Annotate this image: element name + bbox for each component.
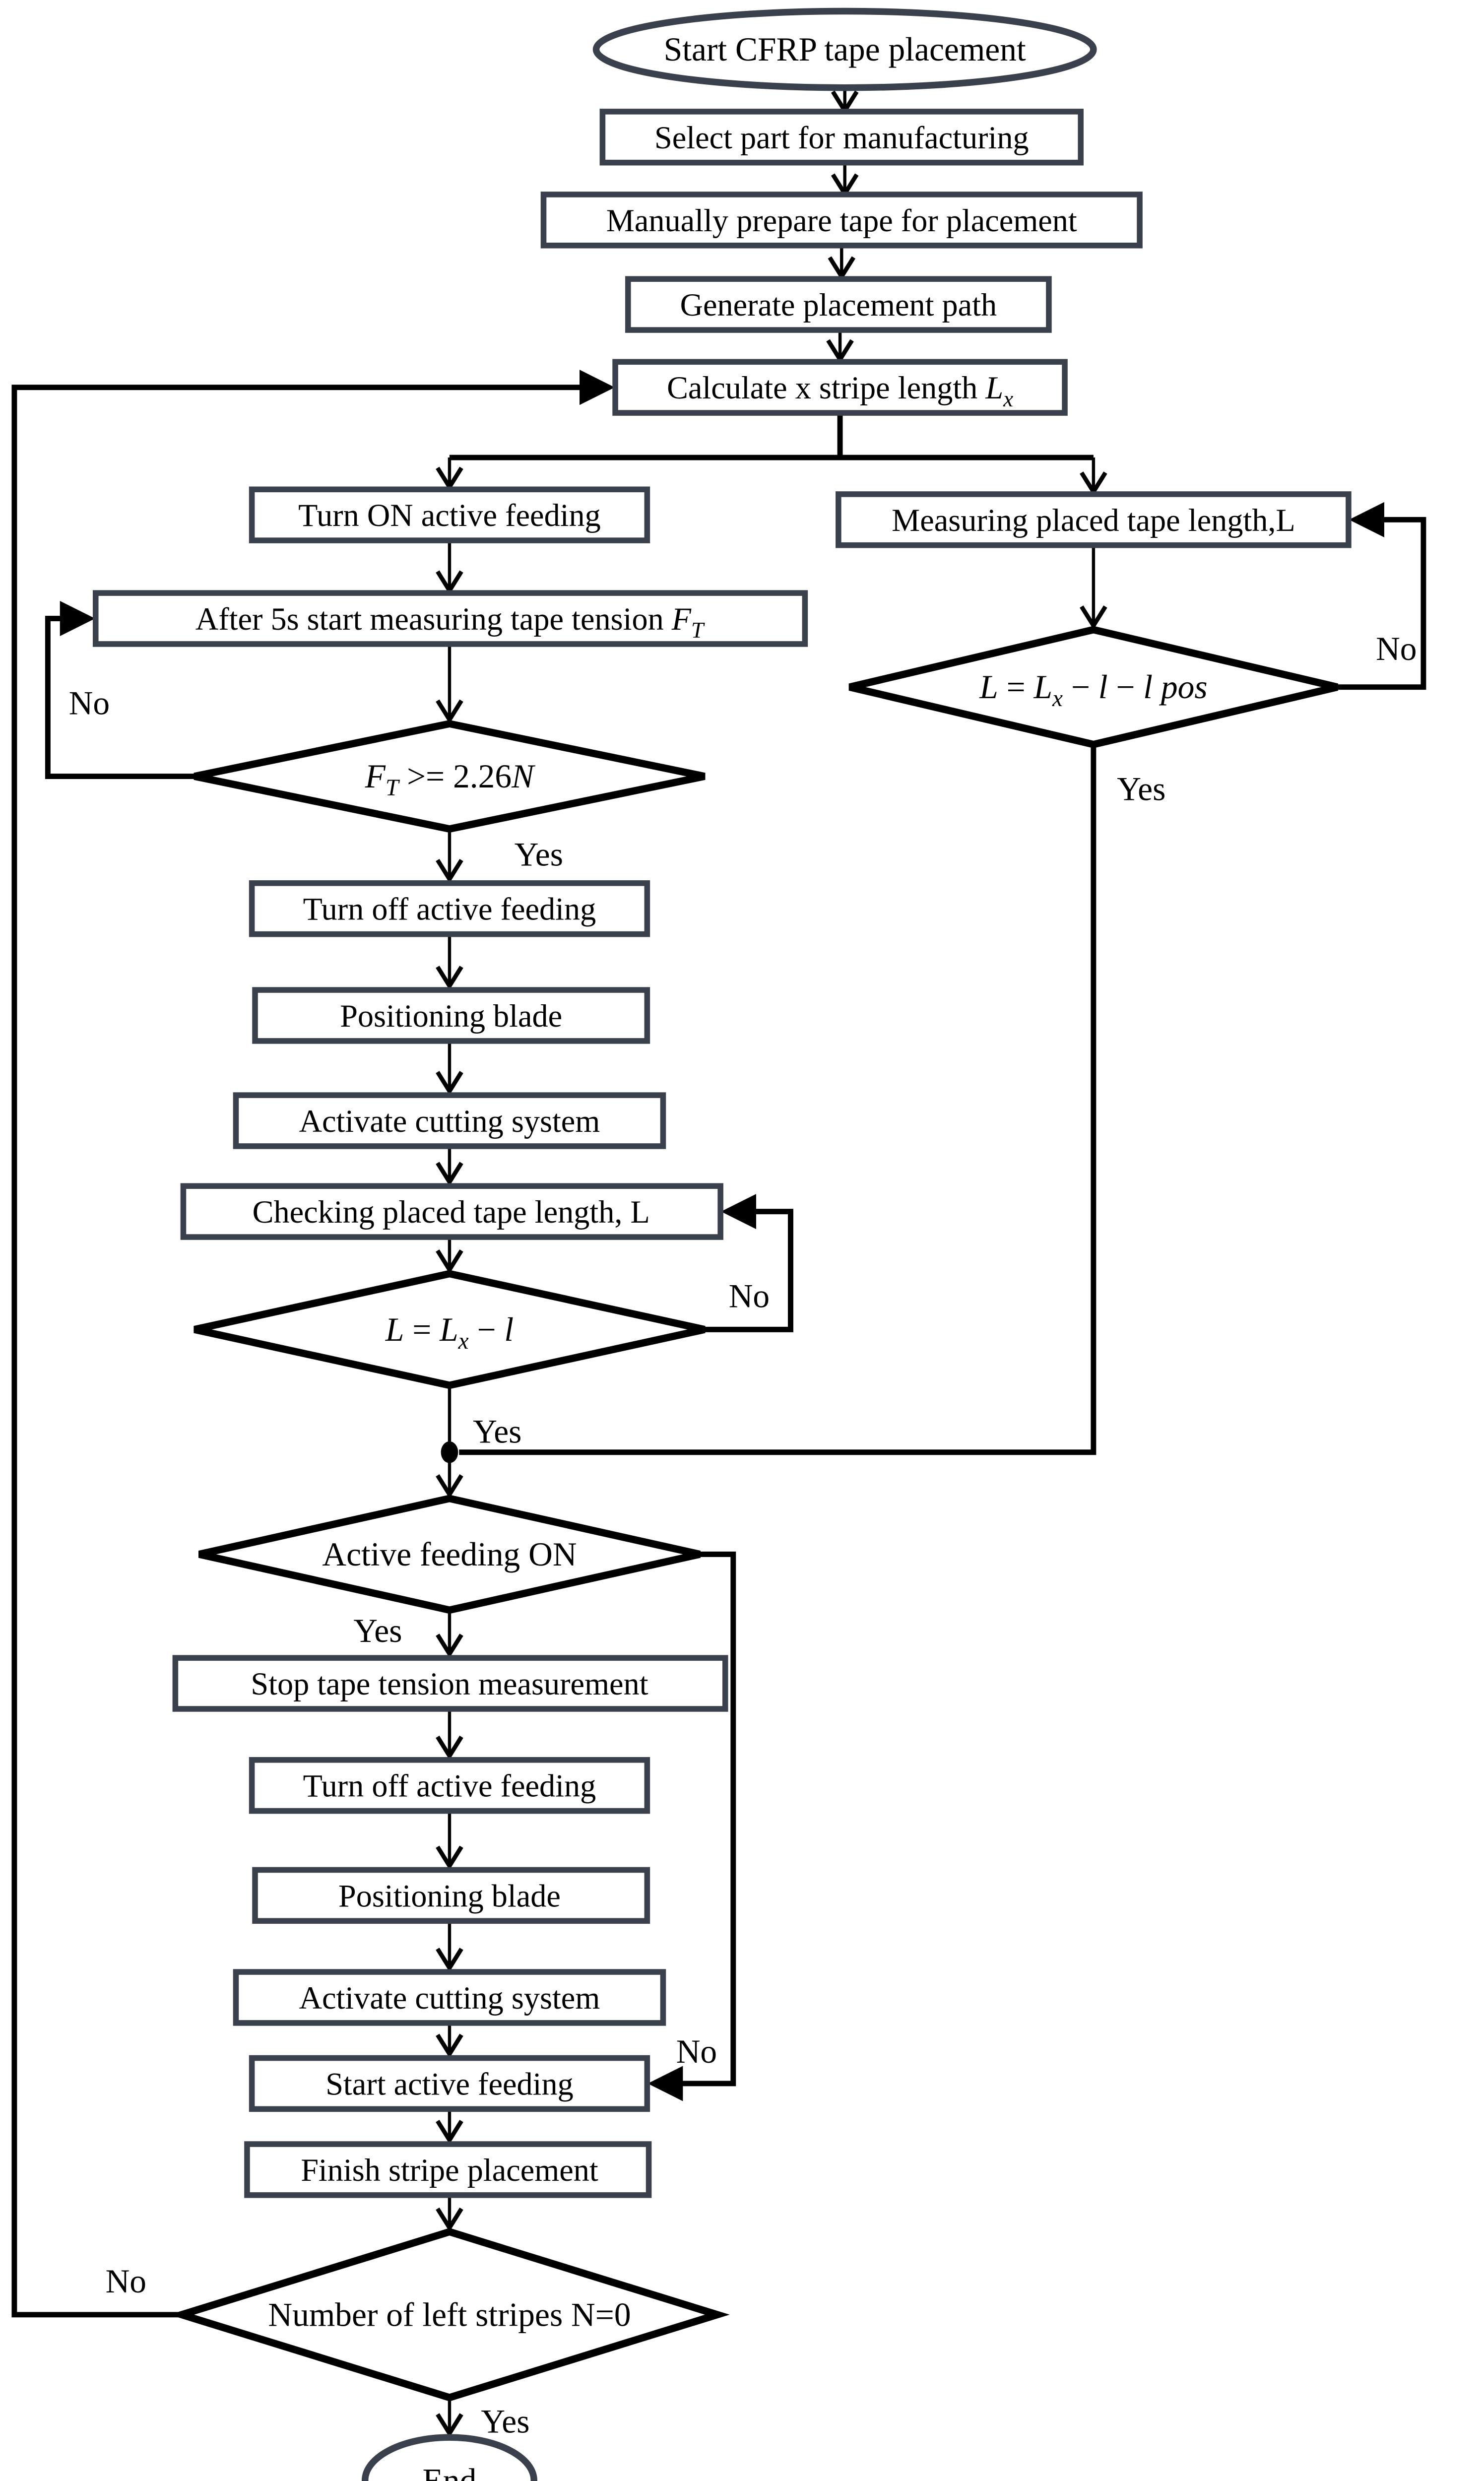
length-pos-check-shape xyxy=(848,626,1339,748)
measure-tension-shape xyxy=(92,590,808,647)
checking-length-label: Checking placed tape length, L xyxy=(253,1194,650,1230)
edge-label-stripes-no: No xyxy=(106,2263,146,2300)
prepare-tape-shape xyxy=(540,192,1143,249)
length-pos-check-label: L = Lx − l − l pos xyxy=(979,668,1207,712)
positioning-blade-2-shape xyxy=(252,1867,650,1924)
finish-placement-label: Finish stripe placement xyxy=(301,2153,598,2188)
finish-placement-shape xyxy=(244,2141,652,2198)
node-checking-length: Checking placed tape length, L xyxy=(180,1183,723,1240)
select-part-shape xyxy=(599,109,1084,166)
calc-length-label: Calculate x stripe length Lx xyxy=(667,370,1013,411)
turn-off-feeding-2-shape xyxy=(249,1757,650,1814)
activate-cutting-1-label: Activate cutting system xyxy=(299,1104,600,1139)
generate-path-shape xyxy=(625,276,1052,333)
node-start-feeding: Start active feeding xyxy=(249,2055,650,2112)
node-activate-cutting-1: Activate cutting system xyxy=(233,1092,666,1149)
node-positioning-blade-2: Positioning blade xyxy=(252,1867,650,1924)
active-feeding-on-shape xyxy=(198,1495,701,1614)
edge-stripescheck-no-loop xyxy=(11,370,615,2318)
node-start: Start CFRP tape placement xyxy=(592,7,1097,91)
node-length-check: L = Lx − l xyxy=(194,1270,706,1389)
positioning-blade-2-label: Positioning blade xyxy=(338,1878,561,1913)
stripes-check-label: Number of left stripes N=0 xyxy=(268,2296,631,2333)
turn-off-feeding-1-label: Turn off active feeding xyxy=(303,892,596,927)
edge-label-lengthpos-yes: Yes xyxy=(1117,771,1165,808)
node-positioning-blade-1: Positioning blade xyxy=(252,987,650,1044)
positioning-blade-1-label: Positioning blade xyxy=(340,998,562,1034)
stripes-check-shape xyxy=(169,2228,730,2402)
start-feeding-label: Start active feeding xyxy=(325,2066,574,2101)
edge-label-lengthpos-no: No xyxy=(1376,630,1417,667)
end-label: End xyxy=(423,2462,477,2481)
activate-cutting-2-shape xyxy=(233,1969,666,2026)
node-turn-off-feeding-2: Turn off active feeding xyxy=(249,1757,650,1814)
node-measure-tension: After 5s start measuring tape tension FT xyxy=(92,590,808,647)
measuring-length-label: Measuring placed tape length,L xyxy=(892,503,1295,538)
node-activate-cutting-2: Activate cutting system xyxy=(233,1969,666,2026)
length-check-shape xyxy=(194,1270,706,1389)
generate-path-label: Generate placement path xyxy=(680,287,997,323)
edge-label-tension-yes: Yes xyxy=(515,836,563,873)
edge-label-active-yes: Yes xyxy=(353,1612,402,1649)
start-label: Start CFRP tape placement xyxy=(664,31,1026,68)
start-terminator-shape xyxy=(592,7,1097,91)
edge-label-length-no: No xyxy=(729,1277,770,1314)
edge-tensioncheck-no-loop xyxy=(45,601,194,780)
start-feeding-shape xyxy=(249,2055,650,2112)
node-prepare-tape: Manually prepare tape for placement xyxy=(540,192,1143,249)
tension-check-label: FT >= 2.26N xyxy=(365,758,536,801)
edge-label-stripes-yes: Yes xyxy=(481,2403,529,2440)
node-stop-tension: Stop tape tension measurement xyxy=(172,1655,728,1712)
node-length-pos-check: L = Lx − l − l pos xyxy=(848,626,1339,748)
measure-tension-label: After 5s start measuring tape tension FT xyxy=(195,601,705,643)
edge-lengthposcheck-yes-merge xyxy=(459,744,1097,1455)
positioning-blade-1-shape xyxy=(252,987,650,1044)
node-turn-on-feeding: Turn ON active feeding xyxy=(249,486,650,543)
edge-label-length-yes: Yes xyxy=(473,1413,521,1450)
merge-junction-dot xyxy=(441,1441,458,1463)
node-turn-off-feeding-1: Turn off active feeding xyxy=(249,880,650,937)
node-calc-length: Calculate x stripe length Lx xyxy=(612,359,1068,416)
node-select-part: Select part for manufacturing xyxy=(599,109,1084,166)
checking-length-shape xyxy=(180,1183,723,1240)
node-tension-check: FT >= 2.26N xyxy=(194,720,706,833)
prepare-tape-label: Manually prepare tape for placement xyxy=(606,203,1077,238)
edge-label-active-no: No xyxy=(676,2033,717,2070)
turn-off-feeding-2-label: Turn off active feeding xyxy=(303,1768,596,1804)
node-finish-placement: Finish stripe placement xyxy=(244,2141,652,2198)
edge-calc-split xyxy=(449,413,1094,460)
edge-label-tension-no: No xyxy=(69,684,110,721)
select-part-label: Select part for manufacturing xyxy=(654,120,1029,155)
node-generate-path: Generate placement path xyxy=(625,276,1052,333)
stop-tension-shape xyxy=(172,1655,728,1712)
edge-lengthcheck-no-loop xyxy=(705,1194,793,1332)
node-active-feeding-on: Active feeding ON xyxy=(198,1495,701,1614)
measuring-length-shape xyxy=(836,491,1352,548)
calc-length-shape xyxy=(612,359,1068,416)
end-terminator-shape xyxy=(362,2434,537,2481)
activate-cutting-1-shape xyxy=(233,1092,666,1149)
tension-check-shape xyxy=(194,720,706,833)
turn-on-feeding-shape xyxy=(249,486,650,543)
node-measuring-length: Measuring placed tape length,L xyxy=(836,491,1352,548)
length-check-label: L = Lx − l xyxy=(385,1311,514,1354)
edges xyxy=(11,87,1426,2438)
turn-off-feeding-1-shape xyxy=(249,880,650,937)
node-end: End xyxy=(362,2434,537,2481)
node-stripes-check: Number of left stripes N=0 xyxy=(169,2228,730,2402)
edge-labels: No Yes No Yes No Yes Yes No No Yes xyxy=(69,630,1417,2440)
edge-activeon-no-loop xyxy=(647,1551,736,2101)
active-feeding-on-label: Active feeding ON xyxy=(322,1536,577,1573)
stop-tension-label: Stop tape tension measurement xyxy=(251,1666,648,1701)
edge-lengthposcheck-no-loop xyxy=(1337,502,1426,690)
activate-cutting-2-label: Activate cutting system xyxy=(299,1980,600,2016)
turn-on-feeding-label: Turn ON active feeding xyxy=(298,498,601,533)
